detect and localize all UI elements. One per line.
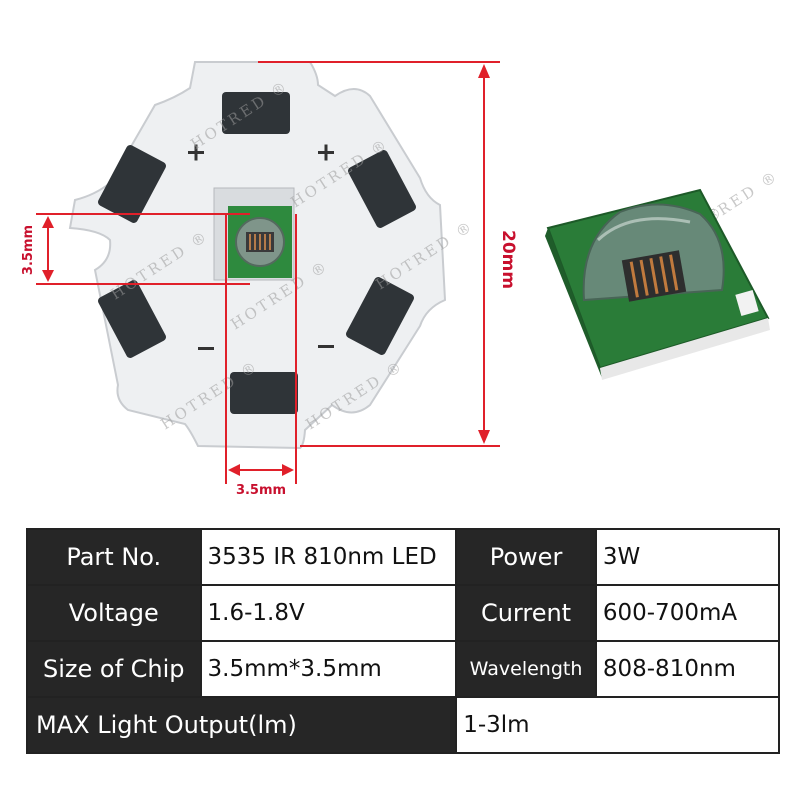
- pad-left-upper: [98, 145, 166, 223]
- table-row: MAX Light Output(lm) 1-3lm: [25, 696, 780, 754]
- table-row: Part No. 3535 IR 810nm LED Power 3W: [26, 528, 781, 586]
- dimension-lines: [36, 61, 500, 484]
- spec-value: 3.5mm*3.5mm: [199, 640, 458, 698]
- dimension-label-height: 20mm: [498, 230, 518, 289]
- pad-bottom: [230, 372, 298, 414]
- spec-label: Power: [455, 528, 597, 586]
- dimension-label-chip-height: 3.5mm: [21, 225, 36, 275]
- spec-label: Size of Chip: [26, 640, 202, 698]
- minus-mark-right: [318, 345, 334, 348]
- spec-value: 600-700mA: [594, 584, 781, 642]
- spec-label: MAX Light Output(lm): [25, 696, 458, 754]
- table-row: Size of Chip 3.5mm*3.5mm Wavelength 808-…: [26, 640, 781, 698]
- spec-label: Current: [455, 584, 597, 642]
- table-row: Voltage 1.6-1.8V Current 600-700mA: [26, 584, 781, 642]
- pad-left-lower: [98, 280, 166, 358]
- pad-top: [222, 92, 290, 134]
- product-figure: HOTRED ® HOTRED ® HOTRED ® HOTRED ® HOTR…: [21, 61, 782, 498]
- spec-table: Part No. 3535 IR 810nm LED Power 3W Volt…: [25, 528, 781, 754]
- spec-label-text: MAX Light Output(lm): [36, 711, 297, 739]
- spec-value: 3W: [594, 528, 781, 586]
- spec-value: 1-3lm: [455, 696, 780, 754]
- pad-right-upper: [348, 150, 416, 228]
- minus-mark-left: [198, 347, 214, 350]
- spec-value: 808-810nm: [594, 640, 781, 698]
- spec-label: Voltage: [26, 584, 202, 642]
- spec-label: Part No.: [26, 528, 202, 586]
- spec-value: 3535 IR 810nm LED: [199, 528, 458, 586]
- dimension-label-chip-width: 3.5mm: [236, 483, 286, 498]
- spec-value: 1.6-1.8V: [199, 584, 458, 642]
- spec-label: Wavelength: [455, 640, 597, 698]
- led-closeup: [545, 188, 770, 380]
- pad-right-lower: [346, 277, 414, 355]
- led-on-board: [213, 187, 295, 281]
- star-pcb-board: [68, 61, 447, 450]
